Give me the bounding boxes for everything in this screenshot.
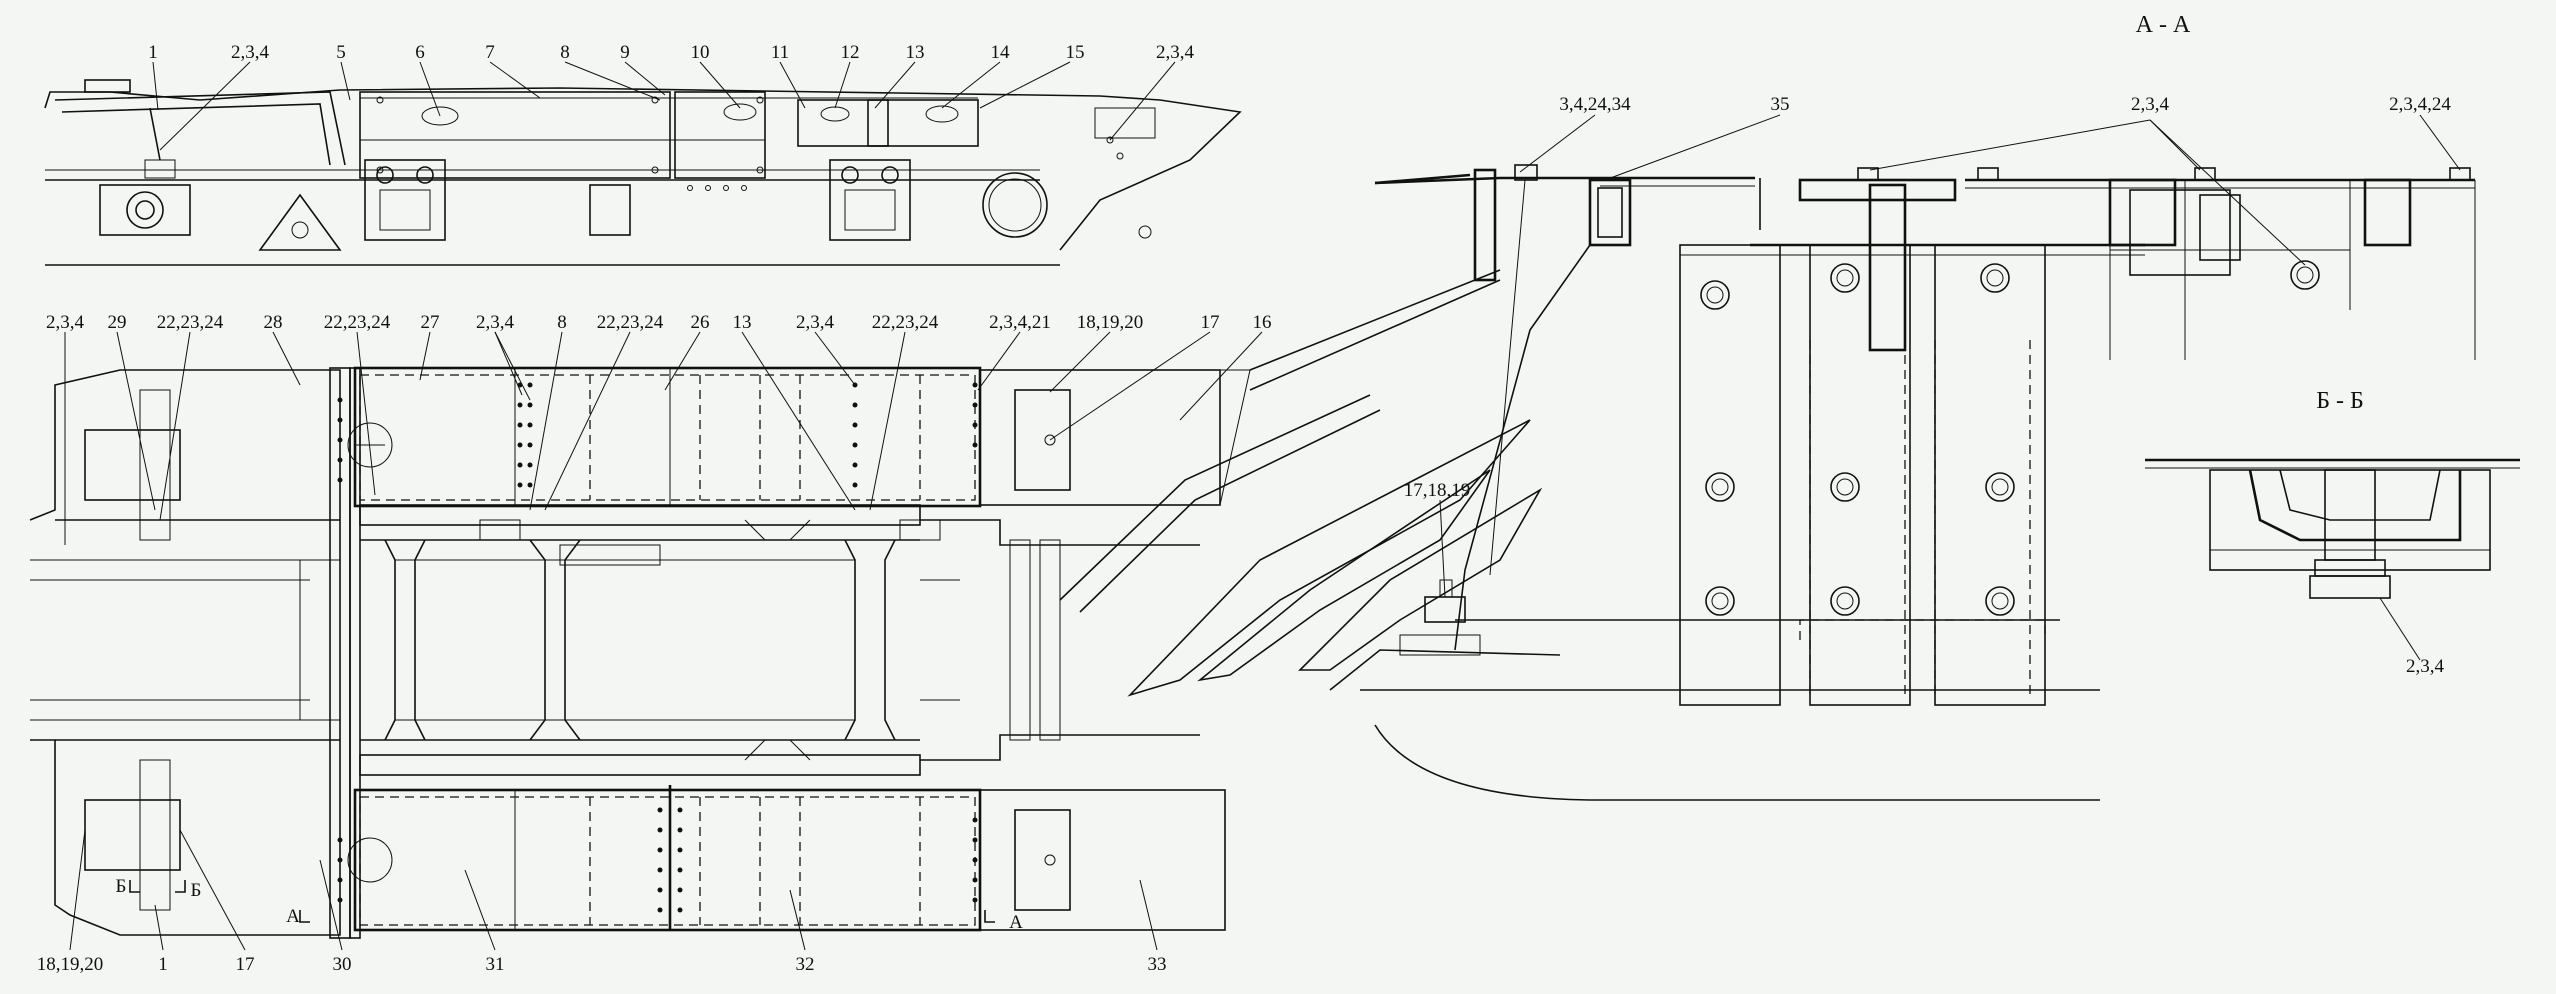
callout-label: 1 — [148, 42, 158, 63]
callout-label: 17,18,19 — [1404, 480, 1471, 501]
callout-label: 16 — [1253, 312, 1272, 333]
section-titles: А - А Б - Б — [2136, 12, 2364, 414]
callout-label: 13 — [906, 42, 925, 63]
cut-mark-letters: А А Б Б — [116, 876, 1024, 933]
callout-label: 30 — [333, 954, 352, 975]
callout-label: 3,4,24,34 — [1559, 94, 1631, 115]
box-bolts-top — [517, 382, 978, 488]
callout-label: 8 — [560, 42, 570, 63]
callout-label: 9 — [620, 42, 630, 63]
callout-label: 17 — [1201, 312, 1220, 333]
callout-label: 12 — [841, 42, 860, 63]
callout-label: 6 — [415, 42, 425, 63]
callout-label: 2,3,4 — [2131, 94, 2170, 115]
callout-label: 15 — [1066, 42, 1085, 63]
plan-view — [29, 366, 1251, 939]
section-aa-bolts — [1700, 260, 2320, 616]
callout-label: 11 — [771, 42, 789, 63]
spring-bracket — [829, 159, 911, 241]
plan-bottom-callouts: 18,19,20 1 17 30 31 32 33 — [37, 954, 1167, 975]
callout-label: 18,19,20 — [37, 954, 104, 975]
callout-label: 31 — [486, 954, 505, 975]
cut-mark-b-right: Б — [191, 880, 202, 901]
leader-lines — [64, 61, 2461, 951]
section-aa-title: А - А — [2136, 12, 2191, 38]
callout-label: 29 — [108, 312, 127, 333]
callout-label: 2,3,4 — [2406, 656, 2445, 677]
section-aa-view — [1059, 164, 2476, 801]
callout-label: 13 — [733, 312, 752, 333]
callout-label: 7 — [485, 42, 495, 63]
callout-label: 33 — [1148, 954, 1167, 975]
callout-label: 35 — [1771, 94, 1790, 115]
callout-label: 28 — [264, 312, 283, 333]
callout-label: 2,3,4 — [231, 42, 270, 63]
callout-label: 2,3,4 — [1156, 42, 1195, 63]
cut-mark-b-left: Б — [116, 876, 127, 897]
post-bolts — [337, 397, 343, 903]
top-view-bolts — [376, 96, 1124, 191]
side-elevation-view — [44, 79, 1242, 266]
callout-label: 14 — [991, 42, 1011, 63]
callout-label: 32 — [796, 954, 815, 975]
callout-label: 2,3,4,21 — [989, 312, 1051, 333]
cut-mark-a-right: А — [1009, 912, 1023, 933]
callout-label: 27 — [421, 312, 440, 333]
box-bolts-bottom — [657, 807, 978, 913]
callout-label: 2,3,4,24 — [2389, 94, 2451, 115]
callout-label: 8 — [557, 312, 567, 333]
callout-label: 1 — [158, 954, 168, 975]
spring-bracket — [99, 184, 191, 236]
callout-label: 18,19,20 — [1077, 312, 1144, 333]
callout-label: 22,23,24 — [324, 312, 391, 333]
section-bb-view — [2145, 458, 2520, 599]
callout-label: 5 — [336, 42, 346, 63]
callout-label: 10 — [691, 42, 710, 63]
cut-mark-a-left: А — [286, 906, 300, 927]
callout-label: 2,3,4 — [796, 312, 835, 333]
callout-label: 22,23,24 — [157, 312, 224, 333]
callout-label: 17 — [236, 954, 255, 975]
section-aa-callouts: 3,4,24,34 35 2,3,4 2,3,4,24 17,18,19 — [1404, 94, 2452, 501]
spring-bracket — [364, 159, 446, 241]
callout-label: 22,23,24 — [872, 312, 939, 333]
section-bb-title: Б - Б — [2316, 388, 2364, 414]
callout-label: 22,23,24 — [597, 312, 664, 333]
section-bb-callouts: 2,3,4 — [2406, 656, 2445, 677]
top-view-callouts: 1 2,3,4 5 6 7 8 9 10 11 12 13 14 15 2,3,… — [148, 42, 1194, 63]
callout-label: 2,3,4 — [476, 312, 515, 333]
callout-label: 26 — [691, 312, 710, 333]
callout-label: 2,3,4 — [46, 312, 85, 333]
plan-top-callouts: 2,3,4 29 22,23,24 28 22,23,24 27 2,3,4 8… — [46, 312, 1272, 333]
